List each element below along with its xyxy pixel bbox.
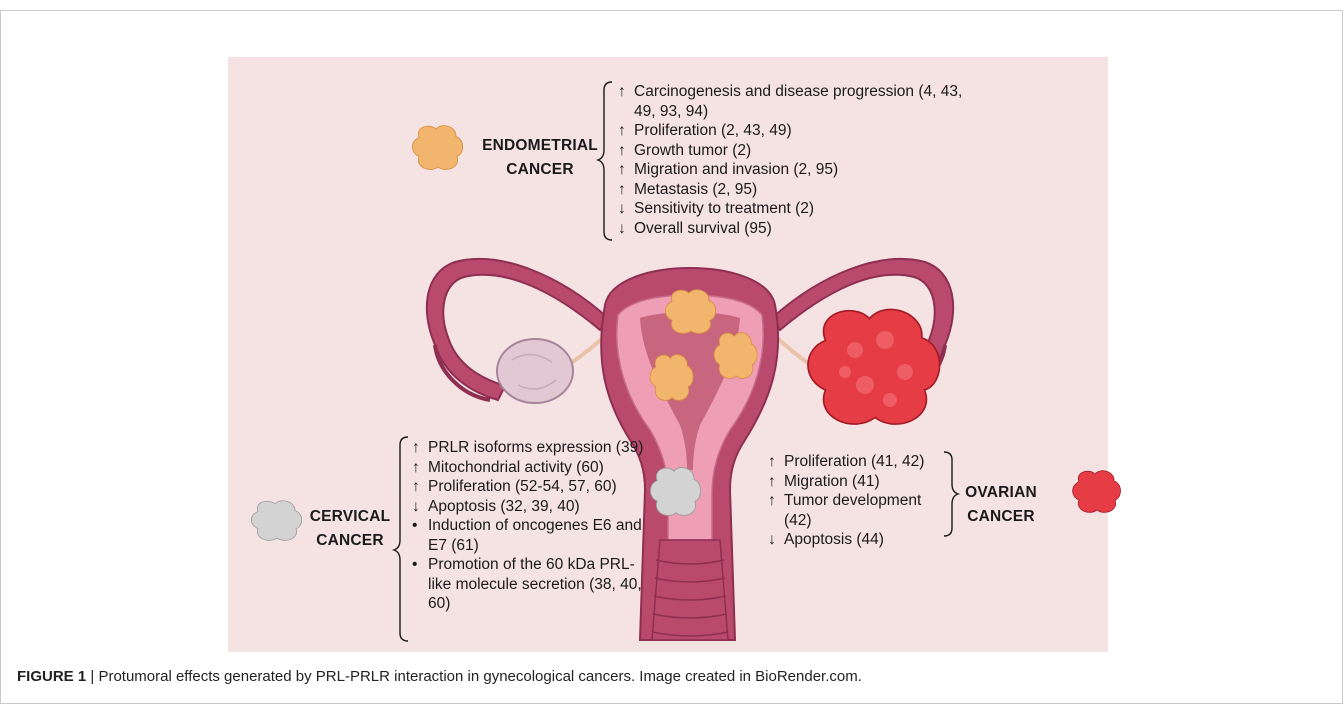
ovarian-tumor-icon [1073,471,1121,513]
ovarian-tumor-large [808,309,940,424]
list-item: ↓Apoptosis (44) [768,530,953,550]
ovarian-cancer-label: OVARIAN CANCER [960,481,1042,529]
endometrial-tumor [665,290,715,334]
list-item: ↑PRLR isoforms expression (39) [412,438,647,458]
endometrial-tumor-icon [412,126,462,170]
figure-number: FIGURE 1 [17,668,86,685]
caption-text: Protumoral effects generated by PRL-PRLR… [98,668,861,685]
cervical-tumor [650,468,700,516]
caption-separator: | [90,668,94,685]
list-item: ↓Apoptosis (32, 39, 40) [412,497,647,517]
endometrial-tumor [714,333,757,379]
endometrial-effects-list: ↑Carcinogenesis and disease progression … [618,82,978,238]
cervical-tumor-icon [251,501,301,541]
endometrial-cancer-label: ENDOMETRIAL CANCER [475,134,605,182]
list-item: ↑Mitochondrial activity (60) [412,458,647,478]
endometrial-tumor [650,355,693,401]
list-item: ↑Proliferation (41, 42) [768,452,953,472]
list-item: ↑Carcinogenesis and disease progression … [618,82,978,121]
figure-caption: FIGURE 1 | Protumoral effects generated … [17,668,862,685]
cervical-cancer-label: CERVICAL CANCER [300,505,400,553]
list-item: ↑Proliferation (52-54, 57, 60) [412,477,647,497]
list-item: ↑Proliferation (2, 43, 49) [618,121,978,141]
list-item: ↓Sensitivity to treatment (2) [618,199,978,219]
list-item: ↑Metastasis (2, 95) [618,180,978,200]
list-item: •Induction of oncogenes E6 and E7 (61) [412,516,647,555]
left-ovary [497,339,573,403]
list-item: ↑Tumor development (42) [768,491,953,530]
cervical-effects-list: ↑PRLR isoforms expression (39) ↑Mitochon… [412,438,647,614]
list-item: •Promotion of the 60 kDa PRL-like molecu… [412,555,647,614]
list-item: ↑Migration (41) [768,472,953,492]
ovarian-effects-list: ↑Proliferation (41, 42) ↑Migration (41) … [768,452,953,550]
list-item: ↑Growth tumor (2) [618,141,978,161]
list-item: ↑Migration and invasion (2, 95) [618,160,978,180]
list-item: ↓Overall survival (95) [618,219,978,239]
